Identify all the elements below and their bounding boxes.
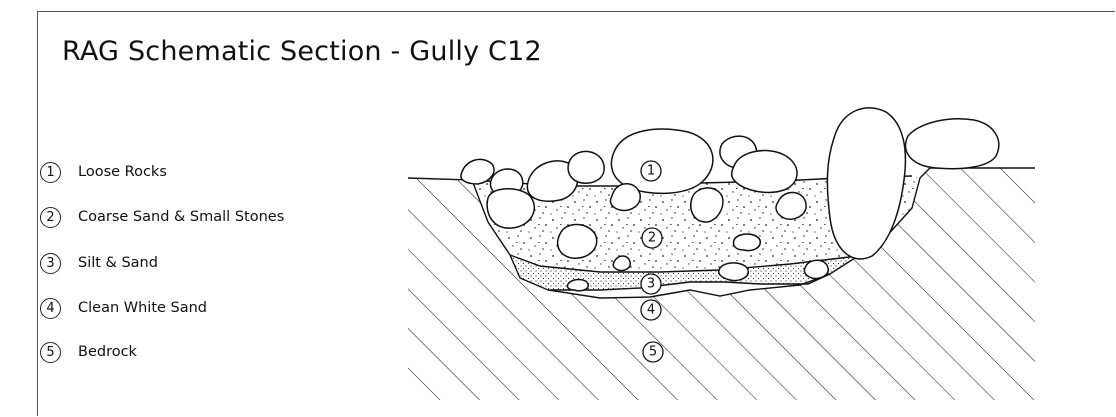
section-marker-4: 4: [641, 300, 661, 320]
section-marker-3-label: 3: [647, 277, 655, 292]
section-marker-2: 2: [642, 228, 662, 248]
section-marker-4-label: 4: [647, 303, 655, 318]
section-marker-2-label: 2: [648, 231, 656, 246]
section-marker-5-label: 5: [649, 345, 657, 360]
section-marker-1: 1: [641, 161, 661, 181]
section-marker-5: 5: [643, 342, 663, 362]
section-marker-1-label: 1: [647, 164, 655, 179]
section-marker-3: 3: [641, 274, 661, 294]
